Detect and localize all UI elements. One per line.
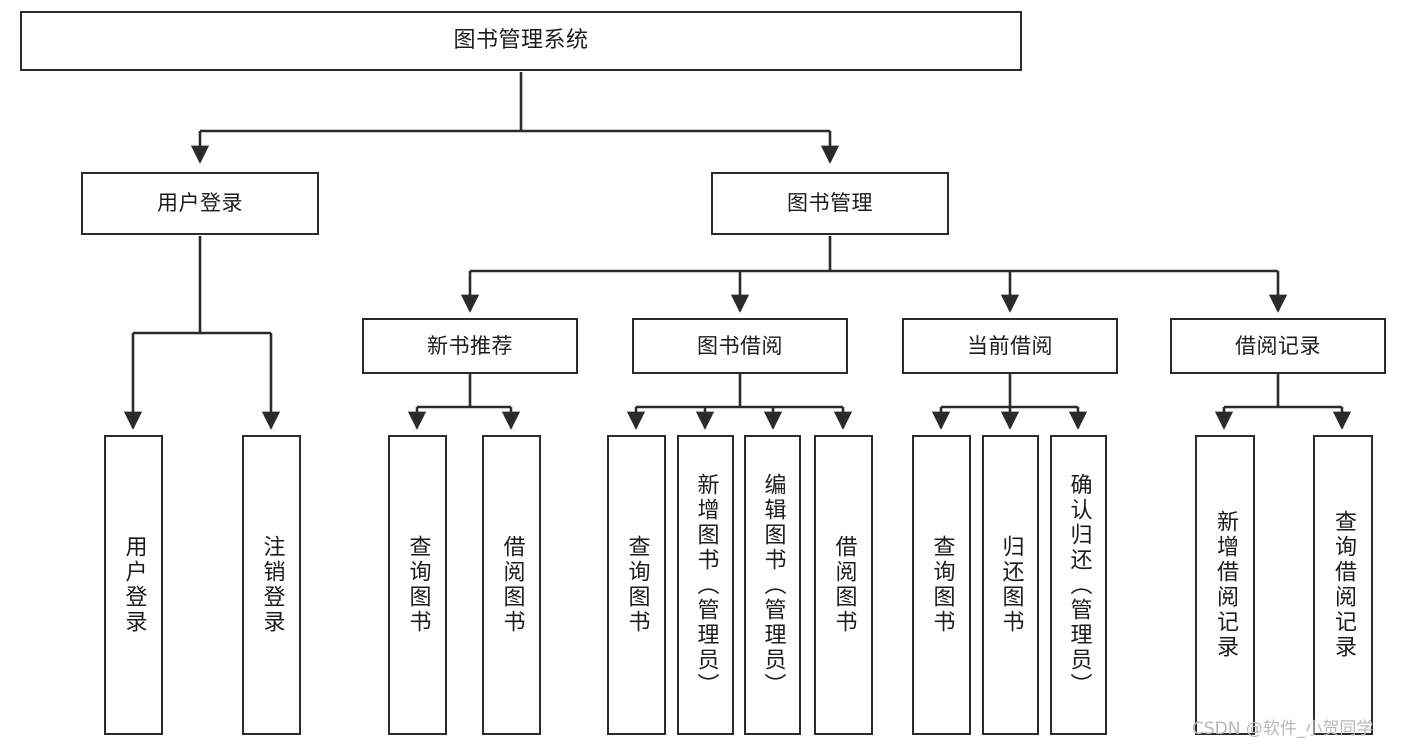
node-book-borrow[interactable]: 图书借阅: [632, 318, 848, 374]
node-leaf-borrow-book-recommend[interactable]: 借阅图书: [482, 435, 541, 735]
node-current-borrow[interactable]: 当前借阅: [902, 318, 1118, 374]
node-label: 图书管理: [787, 191, 873, 216]
node-leaf-edit-book-admin[interactable]: 编辑图书（管理员）: [744, 435, 801, 735]
node-label: 归还图书: [998, 535, 1024, 635]
node-leaf-query-book-borrow[interactable]: 查询图书: [607, 435, 666, 735]
node-leaf-logout[interactable]: 注销登录: [242, 435, 301, 735]
node-label: 编辑图书（管理员）: [760, 472, 786, 698]
node-label: 查询图书: [624, 535, 650, 635]
csdn-watermark: CSDN @软件_小贺同学: [1192, 719, 1374, 739]
node-label: 图书借阅: [697, 333, 783, 358]
node-label: 新书推荐: [427, 333, 513, 358]
node-leaf-query-book-recommend[interactable]: 查询图书: [388, 435, 447, 735]
node-label: 新增借阅记录: [1213, 510, 1238, 660]
node-book-management[interactable]: 图书管理: [711, 172, 949, 235]
node-leaf-query-book-current[interactable]: 查询图书: [912, 435, 971, 735]
node-root-system[interactable]: 图书管理系统: [20, 11, 1022, 71]
node-label: 借阅记录: [1235, 333, 1321, 358]
node-user-login[interactable]: 用户登录: [81, 172, 319, 235]
node-label: 查询图书: [405, 535, 431, 635]
node-new-book-recommend[interactable]: 新书推荐: [362, 318, 578, 374]
node-leaf-confirm-return-admin[interactable]: 确认归还（管理员）: [1050, 435, 1107, 735]
node-leaf-query-borrow-record[interactable]: 查询借阅记录: [1313, 435, 1373, 735]
node-label: 用户登录: [121, 535, 147, 635]
node-label: 用户登录: [157, 191, 243, 216]
node-label: 当前借阅: [967, 333, 1053, 358]
node-leaf-return-book[interactable]: 归还图书: [982, 435, 1039, 735]
node-label: 查询借阅记录: [1331, 510, 1356, 660]
node-label: 确认归还（管理员）: [1066, 472, 1092, 698]
node-label: 图书管理系统: [453, 28, 589, 54]
node-label: 查询图书: [929, 535, 955, 635]
node-label: 新增图书（管理员）: [693, 472, 719, 698]
node-leaf-add-borrow-record[interactable]: 新增借阅记录: [1195, 435, 1255, 735]
node-leaf-user-login[interactable]: 用户登录: [104, 435, 163, 735]
node-label: 注销登录: [259, 535, 285, 635]
node-leaf-borrow-book[interactable]: 借阅图书: [814, 435, 873, 735]
node-label: 借阅图书: [831, 535, 857, 635]
node-leaf-add-book-admin[interactable]: 新增图书（管理员）: [677, 435, 734, 735]
node-label: 借阅图书: [499, 535, 525, 635]
node-borrow-record[interactable]: 借阅记录: [1170, 318, 1386, 374]
